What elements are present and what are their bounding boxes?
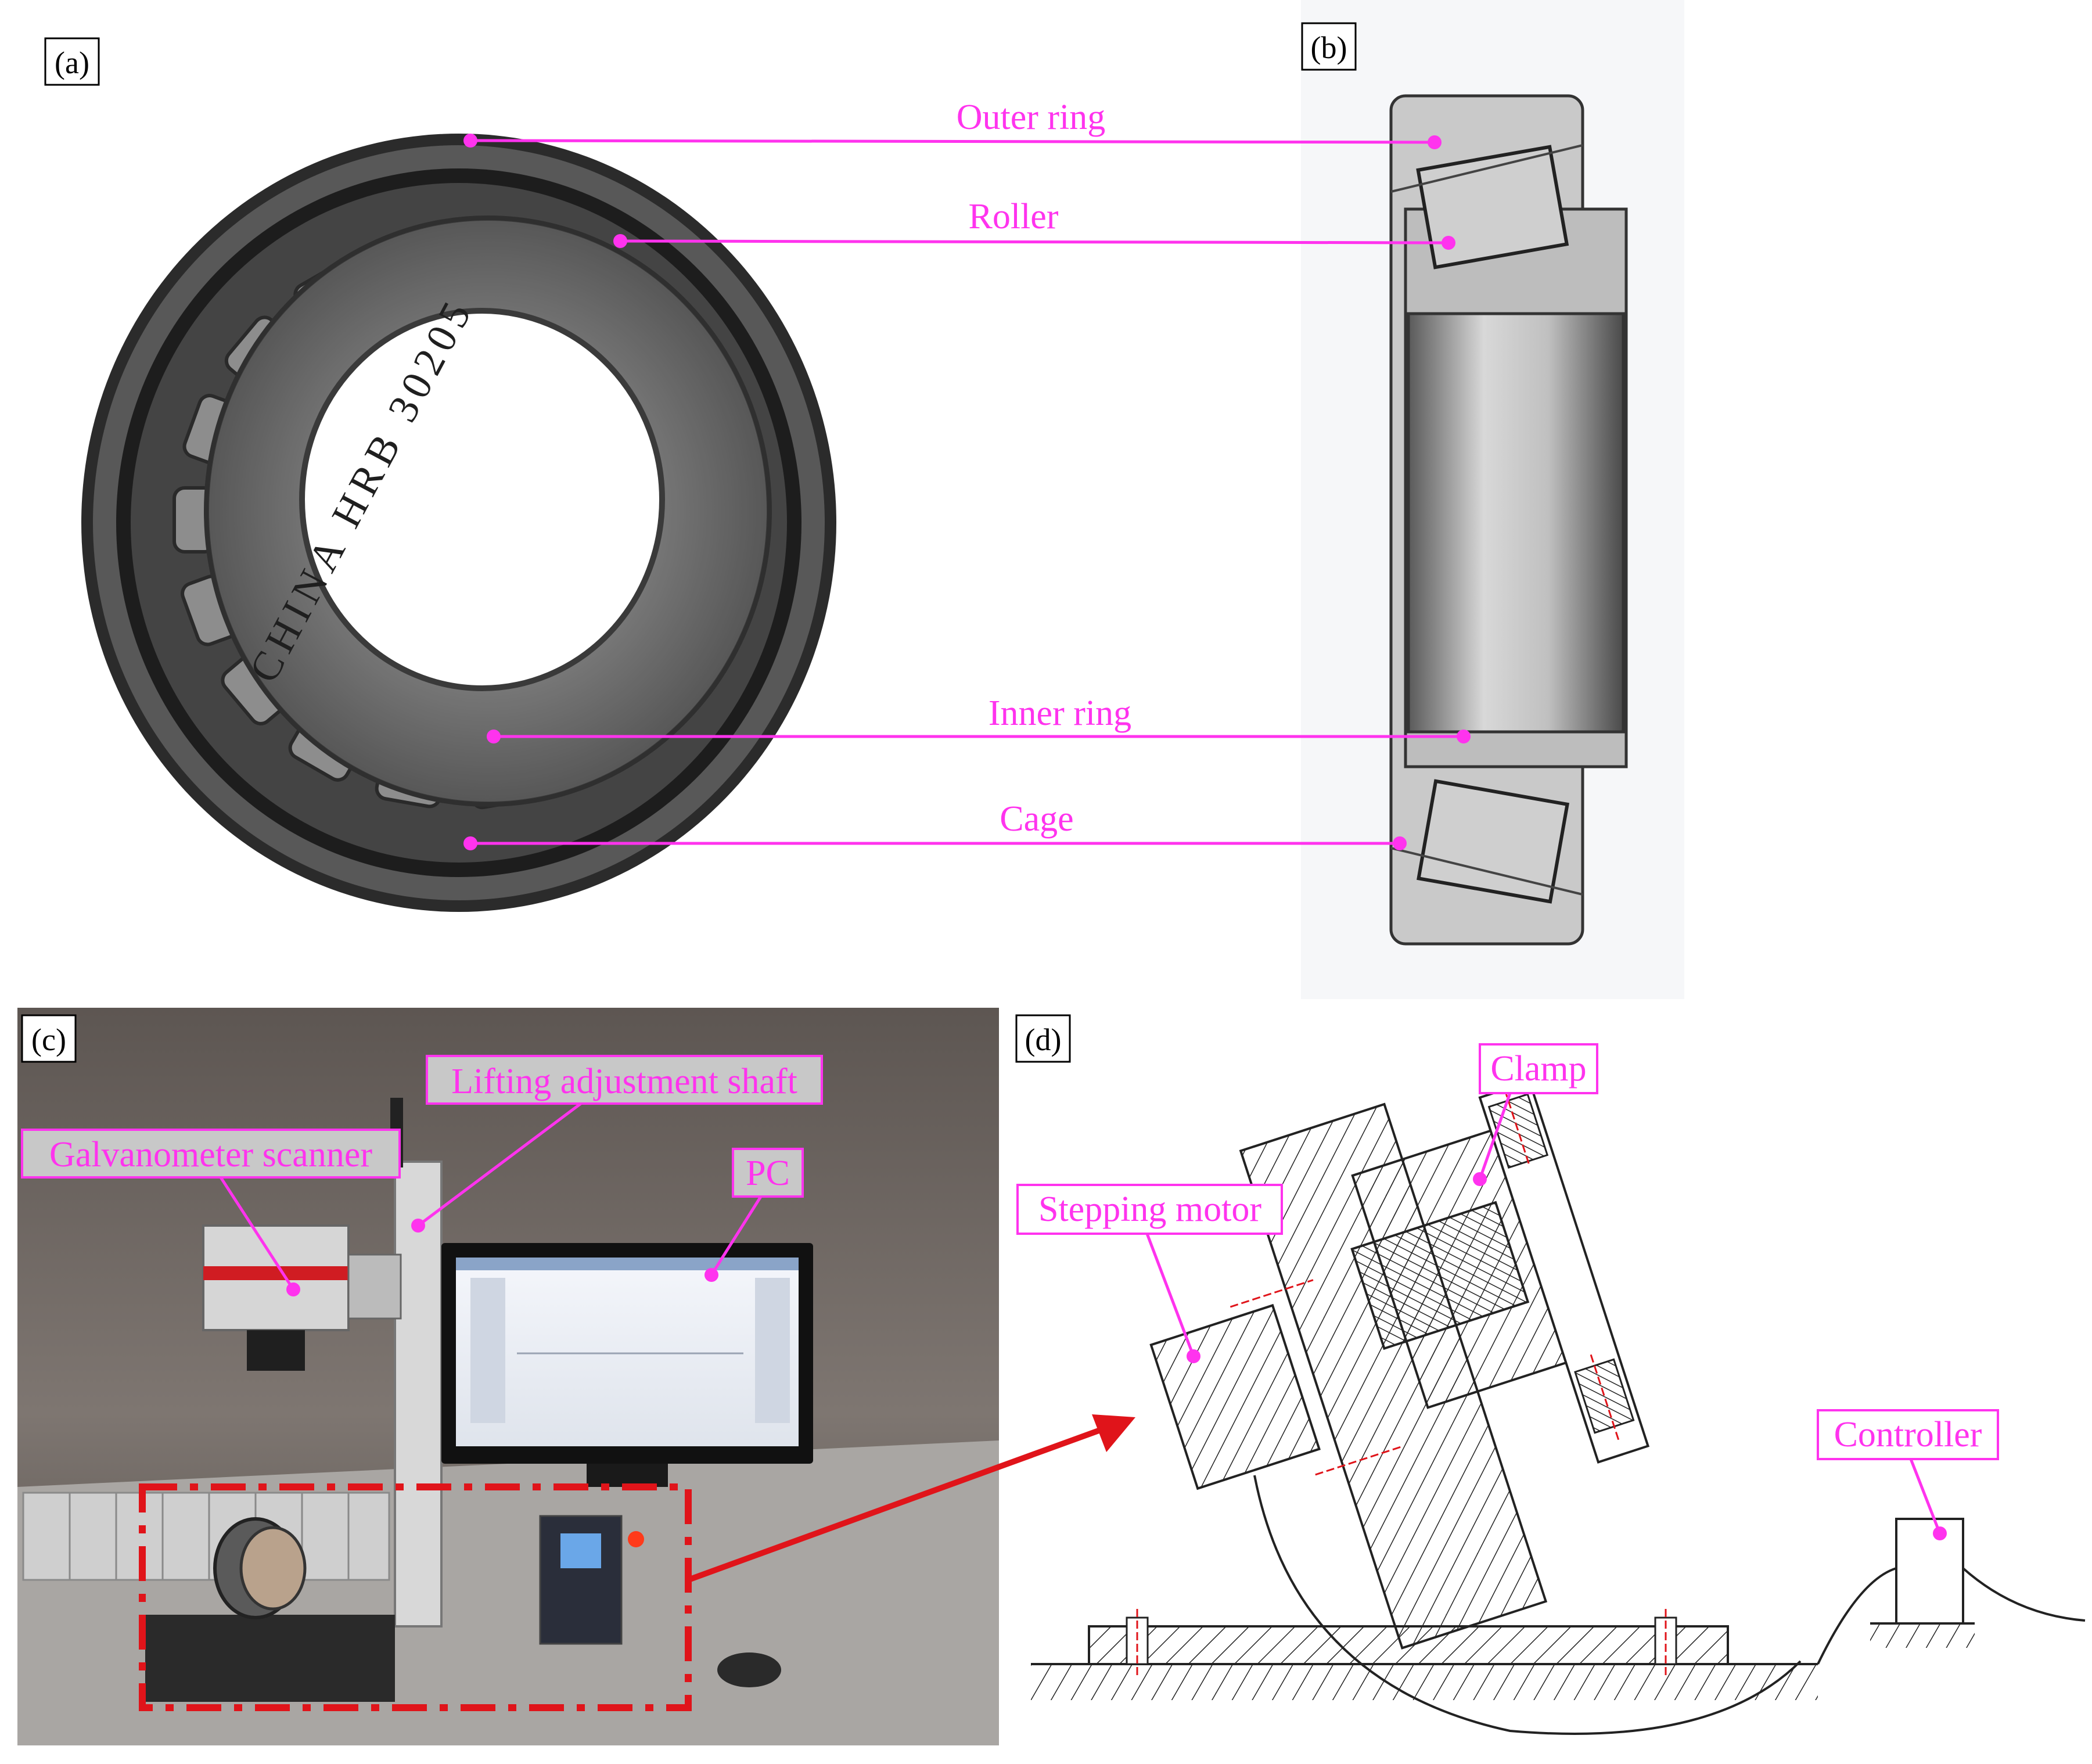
label-outer-ring: Outer ring — [957, 98, 1106, 137]
stepping-motor-body — [1149, 1303, 1321, 1490]
panel-a-label: (a) — [55, 45, 89, 80]
label-controller: Controller — [1834, 1415, 1982, 1454]
pc-monitor — [441, 1243, 813, 1487]
panel-b-label: (b) — [1311, 30, 1347, 65]
bearing-annotations: Outer ring Roller Inner ring Cage — [463, 98, 1471, 850]
panel-c-label-box — [21, 1014, 77, 1063]
bearing-photo: CHINA HRB 30205 — [81, 134, 836, 912]
panel-a-label-box — [44, 37, 100, 86]
tilt-assembly — [1149, 1078, 1650, 1650]
bearing-bore — [299, 308, 665, 691]
roller-top — [1416, 145, 1569, 270]
panel-a: (a) — [44, 37, 836, 912]
pc-screen — [456, 1258, 799, 1446]
label-stepping-motor: Stepping motor — [1038, 1190, 1261, 1229]
label-roller: Roller — [969, 197, 1059, 236]
bearing-cross-section — [1389, 94, 1628, 946]
panel-c-label: (c) — [31, 1022, 66, 1057]
radiator — [22, 1492, 390, 1581]
zoom-arrow — [1092, 1414, 1135, 1452]
panel-d-label-box — [1015, 1014, 1071, 1063]
controller — [1895, 1518, 1964, 1625]
panel-b: (b) — [1301, 0, 1684, 999]
label-inner-ring: Inner ring — [989, 694, 1131, 733]
roller-bottom — [1417, 779, 1570, 904]
label-pc: PC — [746, 1154, 790, 1193]
panel-d-label: (d) — [1025, 1022, 1062, 1057]
panel-d: (d) — [1015, 1014, 2086, 1735]
panel-c: (c) Lifting adjustment shaft Galvanomete… — [17, 1008, 1135, 1745]
label-lifting-shaft: Lifting adjustment shaft — [451, 1062, 797, 1101]
galvanometer-head — [202, 1224, 402, 1371]
rotary-fixture — [145, 1517, 395, 1702]
panel-b-label-box — [1301, 22, 1357, 71]
highlight-box — [139, 1483, 692, 1711]
ground — [1031, 1622, 1975, 1700]
label-cage: Cage — [1000, 799, 1073, 839]
label-galvanometer: Galvanometer scanner — [49, 1135, 372, 1174]
bore-cylinder — [1407, 312, 1625, 734]
label-clamp: Clamp — [1490, 1049, 1586, 1088]
